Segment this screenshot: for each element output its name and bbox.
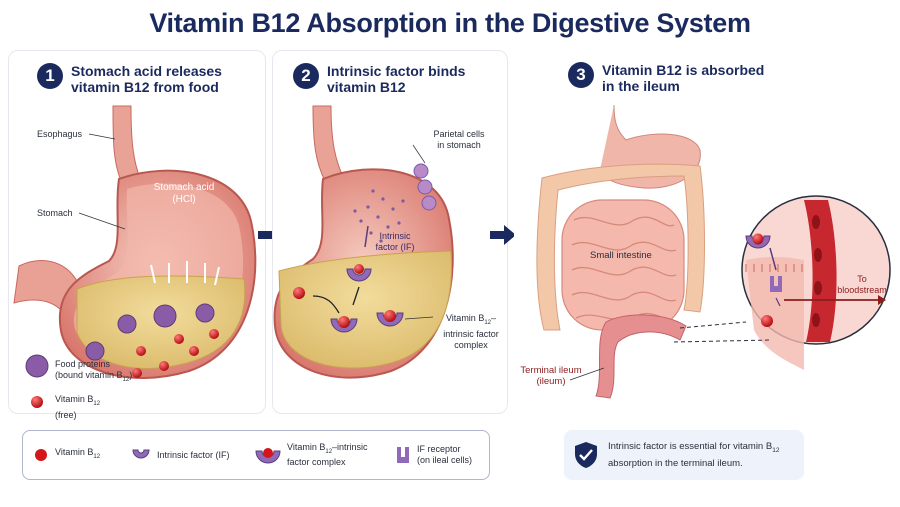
step-number: 2 [293,63,319,89]
food-protein-cluster [85,303,215,361]
acid-arrows [150,261,220,286]
vitamin-b12-key-icon [31,396,43,408]
legend: Vitamin B12 Intrinsic factor (IF) Vitami… [22,430,490,480]
food-mass [278,250,452,369]
intestine-illustration [536,104,891,399]
esophagus-label: Esophagus [37,129,83,139]
small-intestine-label: Small intestine [590,250,652,261]
terminal-ileum-label: Terminal ileum(ileum) [520,365,582,387]
blood-vessel [804,200,837,342]
arrow-right-icon [488,225,518,250]
legend-item-receptor: IF receptor(on ileal cells) [395,444,472,466]
food-proteins-key-label: Food proteins (bound vitamin B12) [55,359,133,383]
stomach-if-illustration [273,105,454,379]
if-particles [353,189,405,243]
intrinsic-factor [346,268,372,282]
vitamin-b12 [761,315,773,327]
b12-if-complex-icon [255,447,281,464]
legend-item-if: Intrinsic factor (IF) [131,446,249,464]
esophagus [112,105,142,182]
food-proteins-key-icon [25,354,49,378]
step-number: 1 [37,63,63,89]
villi [745,264,803,272]
key-note: Intrinsic factor is essential for vitami… [564,430,804,480]
large-intestine [536,163,705,331]
stomach-illustration [13,105,257,408]
parietal-cells [413,163,437,211]
note-text: Intrinsic factor is essential for vitami… [608,441,780,469]
legend-item-b12: Vitamin B12 [33,447,125,463]
vitamin-b12-free [132,329,219,378]
small-intestine [561,199,685,331]
vitamin-b12-icon [35,449,47,461]
shield-check-icon [575,442,597,468]
page-title: Vitamin B12 Absorption in the Digestive … [149,8,751,38]
vitamin-b12 [293,287,305,299]
if-receptor-icon [397,447,409,463]
terminal-ileum [595,314,687,399]
red-blood-cells [812,215,822,327]
stomach-acid-label: Stomach acid(HCl) [153,182,215,205]
if-receptor [770,276,782,292]
intrinsic-factor-icon [132,449,150,459]
step-number: 3 [568,62,594,88]
stomach-label: Stomach [37,208,73,218]
vitamin-b12-key-label: Vitamin B12 (free) [55,394,101,420]
